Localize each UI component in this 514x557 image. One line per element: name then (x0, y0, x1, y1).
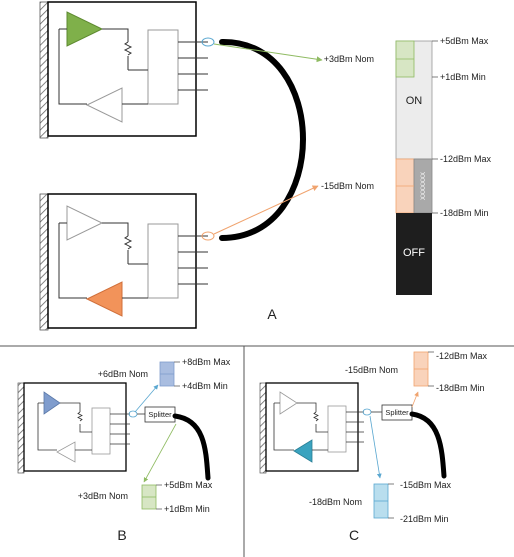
off-label: OFF (403, 247, 425, 259)
port-highlight (362, 408, 372, 416)
connector-pins (346, 411, 364, 443)
bottom-power-gauge: -15dBm Max -21dBm Min -18dBm Nom (309, 480, 452, 524)
rx-arrow (411, 391, 419, 408)
scale-ticks (432, 40, 438, 214)
port-highlight (128, 410, 138, 418)
max-minus12-label: -12dBm Max (440, 154, 492, 164)
resistor-icon (313, 411, 319, 422)
min-label: +4dBm Min (182, 381, 228, 391)
fiber-cable (409, 411, 447, 479)
wall-hatch (39, 1, 49, 139)
panel-a-label: A (267, 306, 277, 322)
ticks (388, 483, 394, 519)
max-label: +5dBm Max (164, 480, 213, 490)
panel-b: Splitter +8dBm Max +4dBm Min +6dBm Nom +… (17, 357, 231, 543)
module-wiring (58, 28, 148, 105)
nom-label: +3dBm Nom (78, 491, 128, 501)
max-label: +8dBm Max (182, 357, 231, 367)
bottom-transceiver (39, 193, 215, 331)
panel-c: Splitter -12dBm Max -18dBm Min -15dBm No… (259, 351, 488, 543)
module-wiring (37, 402, 92, 451)
bottom-power-gauge: +5dBm Max +1dBm Min +3dBm Nom (78, 480, 213, 514)
connector-pins (178, 235, 208, 285)
nom-label: -15dBm Nom (345, 365, 398, 375)
vertical-band-text: XXXXXXX (421, 172, 427, 200)
port-highlight (201, 37, 215, 47)
rx-arrow (213, 185, 319, 235)
port-highlight (201, 231, 215, 241)
on-label: ON (406, 95, 423, 107)
max-label: -12dBm Max (436, 351, 488, 361)
wall-hatch (17, 382, 25, 474)
receive-amplifier-icon (293, 439, 313, 463)
receive-amplifier-icon (85, 87, 123, 123)
connector-block (327, 405, 347, 453)
max-label: -15dBm Max (400, 480, 452, 490)
wall-hatch (39, 193, 49, 331)
min-label: -21dBm Min (400, 514, 449, 524)
power-scale: XXXXXXX ON OFF +5dBm Max +1dBm Min -12dB… (321, 36, 492, 295)
splitter-label: Splitter (385, 408, 409, 417)
max-plus5-label: +5dBm Max (440, 36, 489, 46)
min-plus1-label: +1dBm Min (440, 72, 486, 82)
top-power-gauge: -12dBm Max -18dBm Min -15dBm Nom (345, 351, 488, 393)
off-region (396, 213, 432, 295)
nom-label: -18dBm Nom (309, 497, 362, 507)
panel-b-label: B (117, 527, 126, 543)
resistor-icon (123, 41, 133, 56)
receive-amplifier-icon (85, 281, 123, 317)
connector-pins (178, 41, 208, 91)
min-label: +1dBm Min (164, 504, 210, 514)
fiber-cable (172, 413, 211, 481)
transceiver-b (17, 382, 138, 474)
ticks (156, 484, 162, 510)
module-wiring (273, 402, 328, 451)
ticks (428, 351, 434, 387)
connector-block (147, 223, 179, 299)
ticks (174, 361, 180, 387)
panel-c-label: C (349, 527, 359, 543)
rx-arrow (143, 423, 177, 483)
top-transceiver (39, 1, 215, 139)
tx-arrow (369, 415, 382, 479)
receive-amplifier-icon (56, 441, 76, 463)
orange-nom-label: -15dBm Nom (321, 181, 374, 191)
tx-arrow (213, 43, 323, 63)
connector-block (91, 407, 111, 455)
nom-label: +6dBm Nom (98, 369, 148, 379)
module-wiring (58, 222, 148, 299)
green-nom-label: +3dBm Nom (324, 54, 374, 64)
wall-hatch (259, 382, 267, 474)
fiber-cable (219, 38, 306, 241)
min-label: -18dBm Min (436, 383, 485, 393)
panel-a: XXXXXXX ON OFF +5dBm Max +1dBm Min -12dB… (39, 1, 492, 331)
tx-arrow (134, 384, 159, 413)
transceiver-c (259, 382, 372, 474)
connector-block (147, 29, 179, 105)
min-minus18-label: -18dBm Min (440, 208, 489, 218)
resistor-icon (77, 411, 83, 422)
resistor-icon (123, 235, 133, 250)
top-power-gauge: +8dBm Max +4dBm Min +6dBm Nom (98, 357, 231, 391)
connector-pins (110, 413, 130, 445)
splitter-label: Splitter (148, 410, 172, 419)
